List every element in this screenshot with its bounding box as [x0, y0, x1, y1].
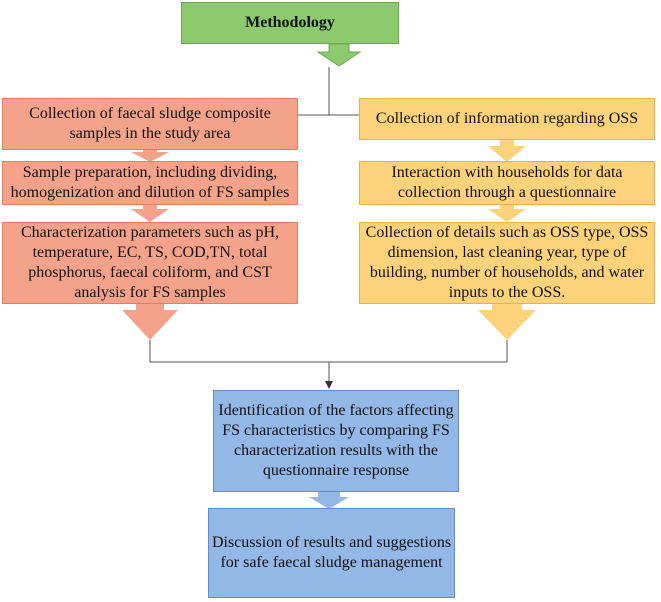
left-step-1-text: Collection of faecal sludge composite sa…: [29, 105, 271, 142]
right-arrow-1: [488, 140, 526, 162]
right-step-1-text: Collection of information regarding OSS: [375, 110, 639, 127]
center-step-2: Discussion of results and suggestions fo…: [208, 508, 455, 598]
center-arrow: [309, 492, 349, 509]
methodology-title-box: Methodology: [181, 2, 399, 44]
title-down-arrow: [316, 43, 362, 67]
center-step-2-text: Discussion of results and suggestions fo…: [211, 534, 452, 571]
center-step-1-text: Identification of the factors affecting …: [218, 402, 454, 479]
split-connector: [298, 67, 359, 116]
methodology-title: Methodology: [245, 14, 335, 31]
right-arrow-3: [478, 304, 536, 340]
left-arrow-2: [131, 205, 169, 222]
left-step-2: Sample preparation, including dividing, …: [2, 161, 298, 205]
left-step-3: Characterization parameters such as pH, …: [2, 222, 298, 304]
right-step-3-text: Collection of details such as OSS type, …: [365, 224, 649, 301]
left-step-2-text: Sample preparation, including dividing, …: [10, 164, 290, 201]
merge-connector: [149, 340, 508, 388]
left-step-1: Collection of faecal sludge composite sa…: [2, 98, 298, 150]
right-step-3: Collection of details such as OSS type, …: [359, 222, 655, 304]
left-arrow-1: [131, 150, 169, 162]
center-step-1: Identification of the factors affecting …: [213, 390, 459, 492]
right-arrow-2: [488, 205, 526, 222]
left-step-3-text: Characterization parameters such as pH, …: [20, 224, 280, 301]
right-step-2: Interaction with households for data col…: [359, 161, 655, 205]
right-step-2-text: Interaction with households for data col…: [391, 164, 623, 201]
right-step-1: Collection of information regarding OSS: [359, 98, 655, 140]
left-arrow-3: [122, 304, 178, 340]
